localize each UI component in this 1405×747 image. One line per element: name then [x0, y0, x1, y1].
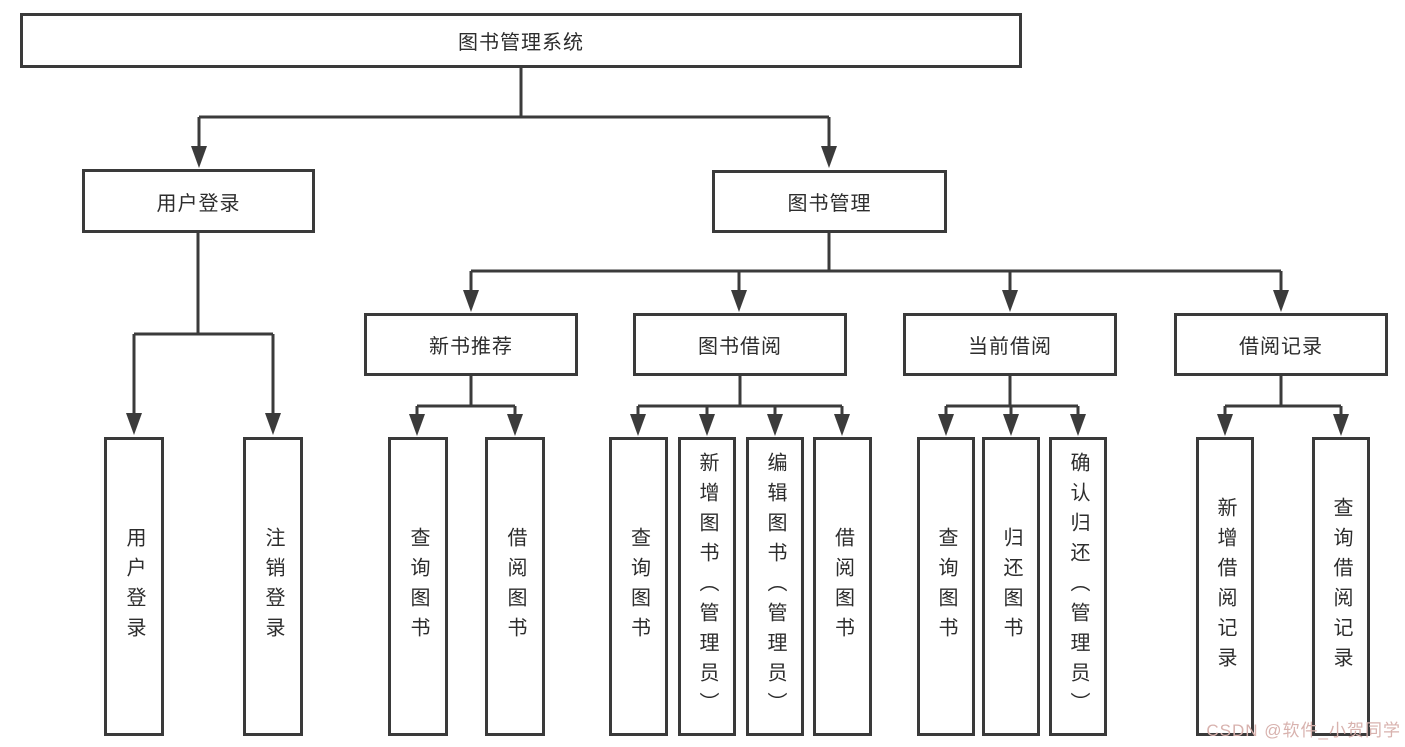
arrow-down-icon: [1217, 414, 1233, 436]
connector-user-login: [132, 233, 275, 418]
leaf-nbr-search-books-label: 查询图书: [407, 526, 429, 647]
arrow-down-icon: [731, 290, 747, 312]
leaf-bb-borrow-books-label: 借阅图书: [831, 526, 854, 647]
arrow-down-icon: [834, 414, 850, 436]
arrow-down-icon: [1070, 414, 1086, 436]
node-borrow-records: 借阅记录: [1174, 313, 1388, 376]
leaf-br-add-borrow-record: 新增借阅记录: [1196, 437, 1254, 736]
connector-borrow-records: [1223, 376, 1343, 418]
leaf-bb-search-books-label: 查询图书: [627, 526, 650, 647]
leaf-logout-label: 注销登录: [262, 526, 284, 647]
leaf-nbr-search-books: 查询图书: [388, 437, 448, 736]
node-current-borrow: 当前借阅: [903, 313, 1117, 376]
connector-book-mgmt: [469, 233, 1283, 292]
arrow-down-icon: [1273, 290, 1289, 312]
leaf-cb-return-books: 归还图书: [982, 437, 1040, 736]
node-root: 图书管理系统: [20, 13, 1022, 68]
arrow-down-icon: [699, 414, 715, 436]
leaf-br-search-borrow-record: 查询借阅记录: [1312, 437, 1370, 736]
arrow-down-icon: [1333, 414, 1349, 436]
leaf-cb-search-books-label: 查询图书: [935, 526, 957, 647]
node-new-book-rec-label: 新书推荐: [429, 336, 513, 358]
leaf-cb-confirm-return-admin-label: 确认归还（管理员）: [1067, 451, 1089, 722]
leaf-logout: 注销登录: [243, 437, 303, 736]
node-user-login-label: 用户登录: [156, 192, 241, 215]
leaf-cb-confirm-return-admin: 确认归还（管理员）: [1049, 437, 1107, 736]
arrow-down-icon: [265, 413, 281, 435]
leaf-bb-borrow-books: 借阅图书: [813, 437, 872, 736]
leaf-nbr-borrow-books-label: 借阅图书: [504, 526, 526, 647]
leaf-bb-search-books: 查询图书: [609, 437, 668, 736]
node-book-mgmt: 图书管理: [712, 170, 947, 233]
node-new-book-rec: 新书推荐: [364, 313, 578, 376]
node-borrow-records-label: 借阅记录: [1239, 336, 1323, 358]
connector-current-borrow: [944, 376, 1080, 418]
arrow-down-icon: [1003, 414, 1019, 436]
leaf-br-add-borrow-record-label: 新增借阅记录: [1214, 496, 1236, 677]
node-root-label: 图书管理系统: [458, 32, 584, 54]
leaf-bb-edit-books-admin: 编辑图书（管理员）: [746, 437, 804, 736]
arrow-down-icon: [1002, 290, 1018, 312]
node-book-borrow-label: 图书借阅: [698, 336, 782, 358]
leaf-bb-add-books-admin-label: 新增图书（管理员）: [696, 451, 718, 722]
leaf-bb-edit-books-admin-label: 编辑图书（管理员）: [764, 451, 786, 722]
node-current-borrow-label: 当前借阅: [968, 336, 1052, 358]
leaf-user-login-label: 用户登录: [123, 526, 145, 647]
leaf-cb-search-books: 查询图书: [917, 437, 975, 736]
arrow-down-icon: [191, 146, 207, 168]
arrow-down-icon: [126, 413, 142, 435]
arrow-down-icon: [463, 290, 479, 312]
leaf-nbr-borrow-books: 借阅图书: [485, 437, 545, 736]
connector-new-book-rec: [415, 376, 517, 418]
arrow-down-icon: [938, 414, 954, 436]
arrow-down-icon: [507, 414, 523, 436]
node-user-login: 用户登录: [82, 169, 315, 233]
node-book-borrow: 图书借阅: [633, 313, 847, 376]
arrow-down-icon: [409, 414, 425, 436]
leaf-cb-return-books-label: 归还图书: [1000, 526, 1022, 647]
arrow-down-icon: [630, 414, 646, 436]
connector-book-borrow: [636, 376, 844, 418]
leaf-br-search-borrow-record-label: 查询借阅记录: [1330, 496, 1352, 677]
arrowheads: [126, 146, 1349, 436]
node-book-mgmt-label: 图书管理: [787, 193, 872, 215]
leaf-user-login: 用户登录: [104, 437, 164, 736]
connector-root: [197, 68, 831, 150]
leaf-bb-add-books-admin: 新增图书（管理员）: [678, 437, 736, 736]
csdn-watermark: CSDN @软件_小贺同学: [1206, 721, 1401, 740]
arrow-down-icon: [767, 414, 783, 436]
arrow-down-icon: [821, 146, 837, 168]
